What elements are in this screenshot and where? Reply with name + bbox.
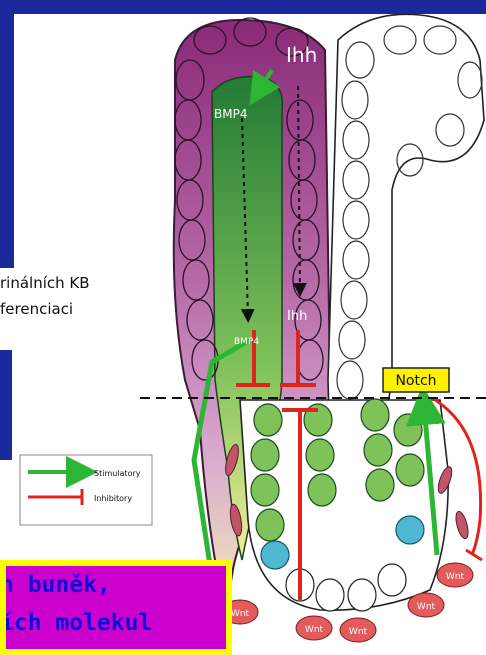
bmp4-bottom-label: BMP4 [234, 337, 259, 347]
side-text-line2: ferenciaci [0, 300, 150, 318]
callout-box: h buněk, ích molekul [0, 560, 232, 655]
side-text-line1: rinálních KB [0, 274, 150, 292]
legend: Stimulatory Inhibitory [20, 455, 152, 525]
left-blue-band-lower [0, 350, 12, 460]
wnt-label: Wnt [231, 609, 250, 619]
ihh-top-label: Ihh [286, 43, 317, 67]
wnt-label: Wnt [305, 625, 324, 635]
top-blue-band [0, 0, 486, 14]
wnt-label: Wnt [417, 602, 436, 612]
wnt-label: Wnt [446, 572, 465, 582]
legend-box [20, 455, 152, 525]
notch-label: Notch [395, 373, 436, 389]
callout-line2: ích molekul [0, 610, 152, 636]
wnt-label: Wnt [349, 627, 368, 637]
left-blue-band [0, 0, 14, 268]
ihh-bottom-label: Ihh [287, 309, 307, 324]
callout-line1: h buněk, [0, 572, 111, 598]
legend-inhibitory-label: Inhibitory [94, 494, 132, 503]
legend-stimulatory-label: Stimulatory [94, 469, 141, 478]
bmp4-top-label: BMP4 [214, 107, 247, 121]
